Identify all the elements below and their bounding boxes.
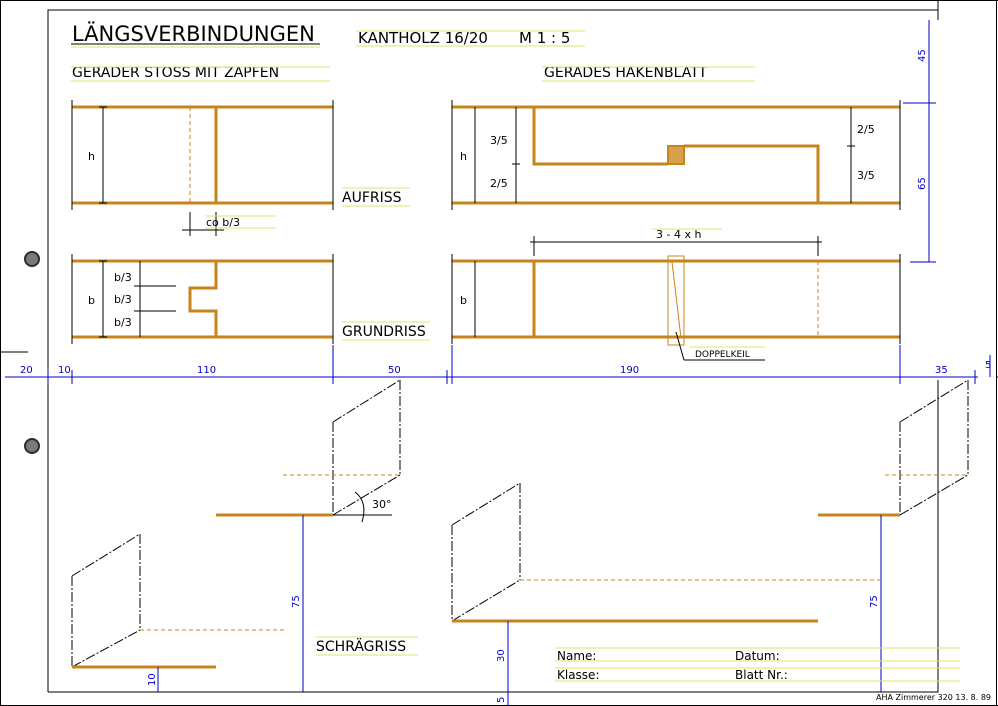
label-grundriss: GRUNDRISS xyxy=(342,324,426,340)
label-doppelkeil: DOPPELKEIL xyxy=(695,350,750,360)
label-height: h xyxy=(88,150,95,163)
label-angle: 30° xyxy=(372,498,392,511)
label-2-5-left: 2/5 xyxy=(490,177,508,190)
label-2-5-right: 2/5 xyxy=(857,123,875,136)
dim-190: 190 xyxy=(620,365,639,376)
drawing-scale: M 1 : 5 xyxy=(519,29,570,47)
form-class-label: Klasse: xyxy=(557,668,600,682)
oblique-dimensions: 75 75 10 30 5 xyxy=(147,515,882,706)
dim-10-bottom: 10 xyxy=(147,673,158,686)
dim-5-bottom: 5 xyxy=(496,697,507,703)
tenon-plan: b b/3 b/3 b/3 GRUNDRISS xyxy=(71,254,430,344)
label-co-b3: co b/3 xyxy=(206,216,240,229)
label-width-right: b xyxy=(460,294,467,307)
dim-45: 45 xyxy=(917,49,928,62)
label-b3-mid: b/3 xyxy=(114,293,132,306)
dim-50: 50 xyxy=(388,365,401,376)
tenon-elevation: h co b/3 AUFRISS xyxy=(71,100,410,236)
punch-holes xyxy=(24,251,40,454)
dim-110: 110 xyxy=(197,365,216,376)
dim-10: 10 xyxy=(58,365,71,376)
form-fields: Name: Datum: Klasse: Blatt Nr.: xyxy=(555,647,960,682)
drawing-title: LÄNGSVERBINDUNGEN xyxy=(72,21,315,46)
section-headings: GERADER STOSS MIT ZAPFEN GERADES HAKENBL… xyxy=(71,65,755,82)
label-3-5-left: 3/5 xyxy=(490,134,508,147)
heading-right: GERADES HAKENBLATT xyxy=(544,65,708,81)
form-sheet-label: Blatt Nr.: xyxy=(735,668,788,682)
form-date-label: Datum: xyxy=(735,649,780,663)
scarf-elevation: h 3/5 2/5 2/5 3/5 xyxy=(451,100,901,210)
label-b3-top: b/3 xyxy=(114,271,132,284)
dimension-chain: 20 10 110 50 190 35 5 xyxy=(5,345,991,384)
material-spec: KANTHOLZ 16/20 xyxy=(358,29,488,47)
form-name-label: Name: xyxy=(557,649,596,663)
heading-left: GERADER STOSS MIT ZAPFEN xyxy=(72,65,279,81)
dim-5: 5 xyxy=(985,360,991,371)
label-aufriss: AUFRISS xyxy=(342,190,402,206)
title-block: LÄNGSVERBINDUNGEN KANTHOLZ 16/20 M 1 : 5 xyxy=(71,21,585,48)
dim-65: 65 xyxy=(917,177,928,190)
dim-75-right: 75 xyxy=(869,595,880,608)
label-width: b xyxy=(88,294,95,307)
dim-75-left: 75 xyxy=(291,595,302,608)
label-3-5-right: 3/5 xyxy=(857,169,875,182)
label-height-right: h xyxy=(460,150,467,163)
right-vertical-dimension: 45 65 xyxy=(903,20,936,263)
dim-30-bottom: 30 xyxy=(496,649,507,662)
dim-35: 35 xyxy=(935,365,948,376)
label-schraegriss: SCHRÄGRISS xyxy=(316,637,406,655)
oblique-view: 30° SCHRÄGRISS xyxy=(71,379,969,669)
dim-20: 20 xyxy=(20,365,33,376)
label-b3-bottom: b/3 xyxy=(114,316,132,329)
footer-credit: AHA Zimmerer 320 13. 8. 89 xyxy=(876,693,991,702)
label-span: 3 - 4 x h xyxy=(656,228,701,241)
scarf-plan: b 3 - 4 x h DOPPELKEIL xyxy=(451,228,901,361)
